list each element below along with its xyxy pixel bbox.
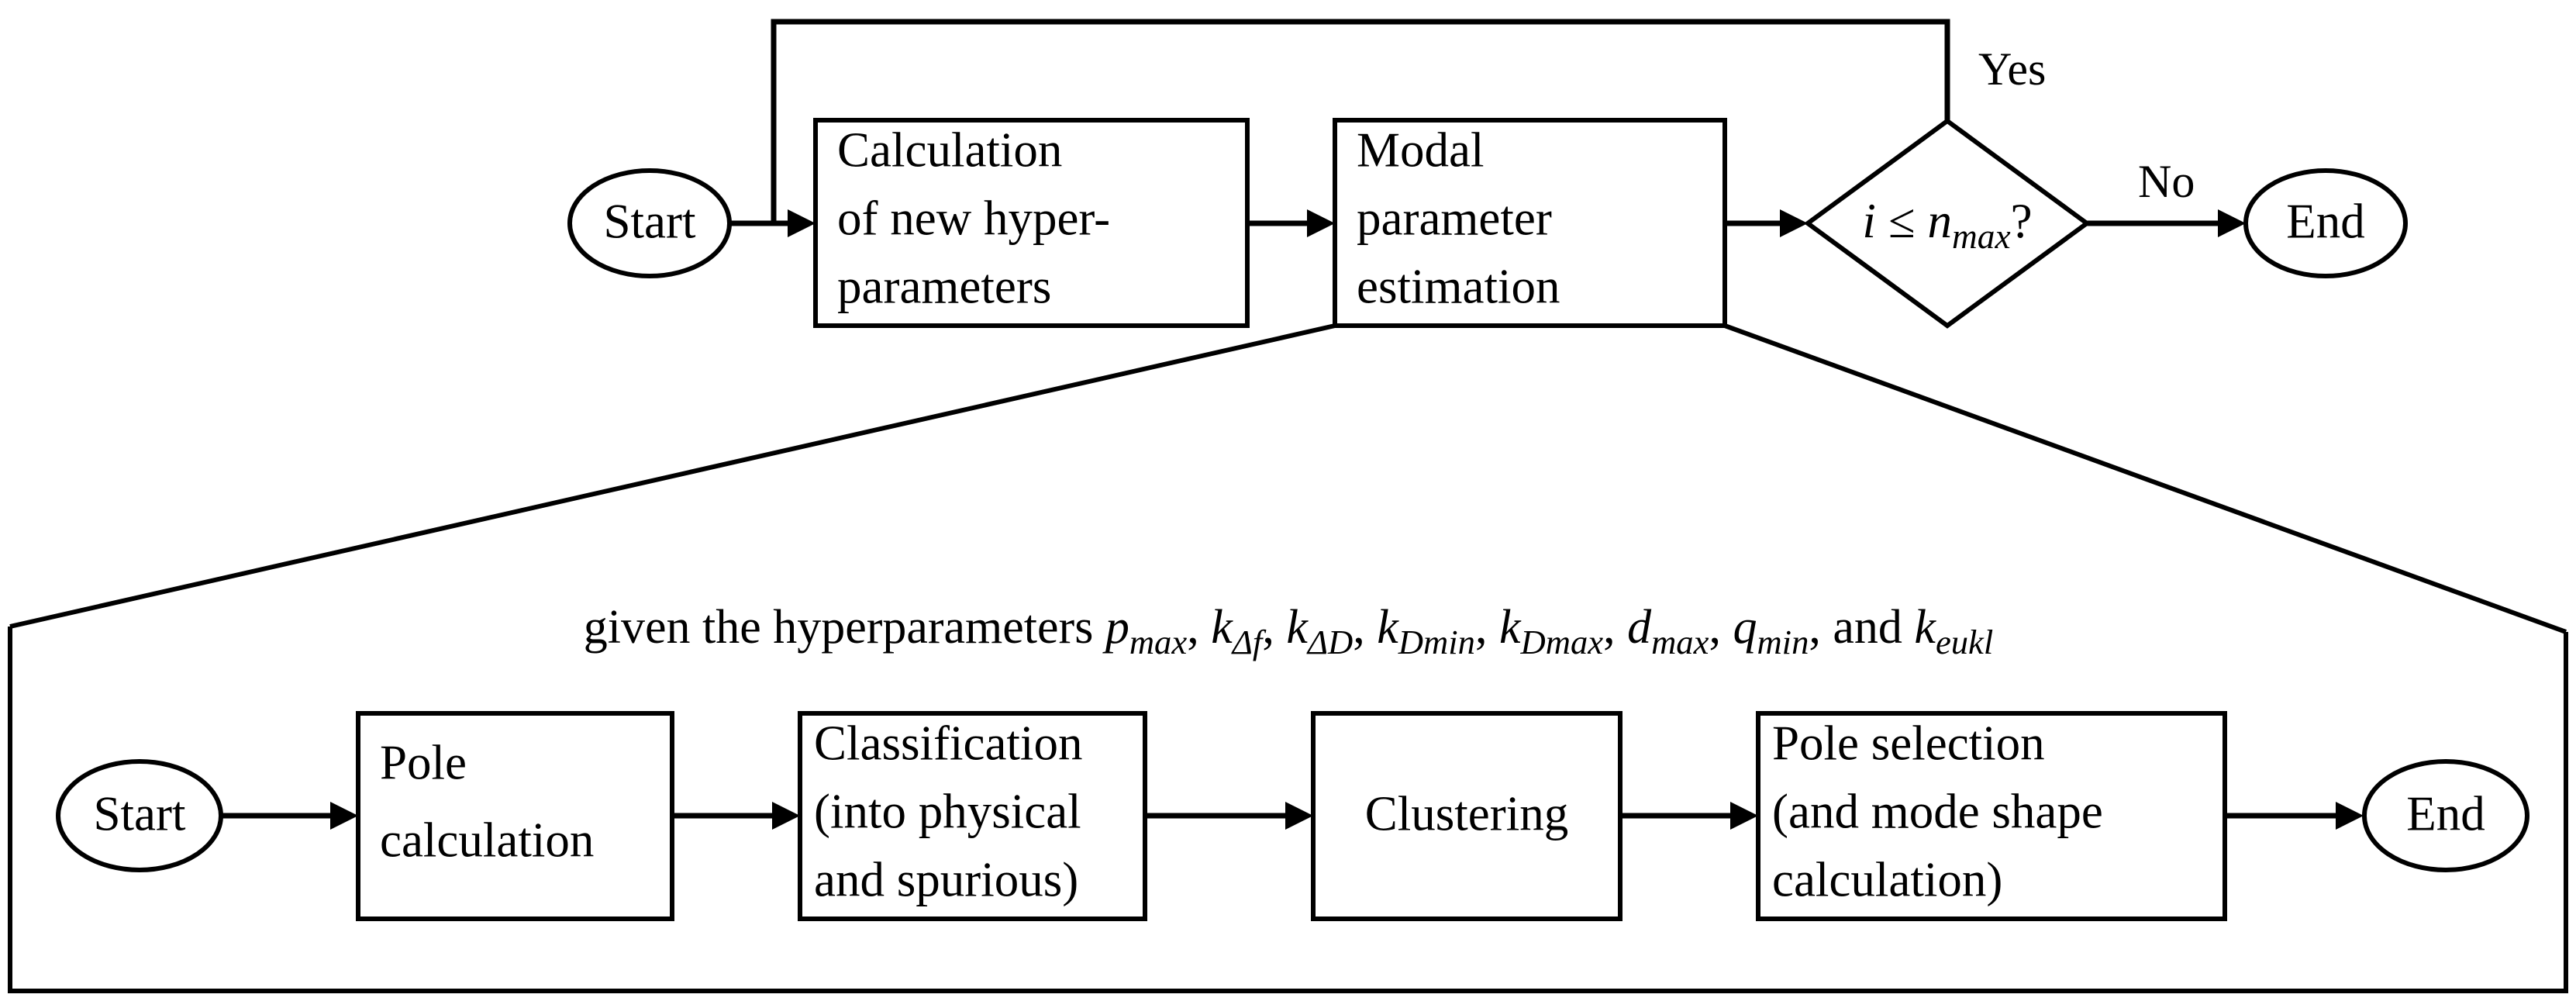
caption-param-4-sub: Dmax	[1520, 623, 1604, 661]
box-clustering: Clustering	[1311, 711, 1623, 921]
pole-calculation-line-1: Pole	[380, 735, 467, 789]
clustering-arrowhead	[1730, 802, 1758, 830]
connector-detail-start-to-pole-calc	[221, 802, 358, 830]
caption-param-7-sub: eukl	[1936, 623, 1993, 661]
caption-sep-5: ,	[1709, 601, 1733, 654]
caption-param-6-base: q	[1733, 601, 1757, 654]
decision-var: i	[1862, 194, 1876, 248]
caption-param-7-base: k	[1914, 601, 1936, 654]
caption-param-3-sub: Dmin	[1398, 623, 1475, 661]
detail-end-label: End	[2406, 786, 2485, 841]
decision-to-end-arrowhead	[2218, 209, 2246, 237]
caption-sep-4: ,	[1603, 601, 1627, 654]
box-pole-calculation: Pole calculation	[356, 711, 674, 921]
pole-selection-line-3: calculation)	[1772, 852, 2002, 906]
box-modal-estimation: Modal parameter estimation	[1333, 118, 1727, 328]
detail-end-ellipse	[2362, 759, 2529, 872]
clustering-box	[1311, 711, 1623, 921]
pole-selection-line-2: (and mode shape	[1772, 784, 2103, 838]
top-end-ellipse	[2243, 168, 2408, 278]
detail-panel-container	[8, 323, 2568, 993]
top-start-node: Start	[567, 168, 732, 278]
box-pole-selection: Pole selection (and mode shape calculati…	[1756, 711, 2227, 921]
pole-selection-arrowhead	[2336, 802, 2364, 830]
caption-prefix: given the hyperparameters	[584, 601, 1105, 654]
box-calc-hyperparams: Calculation of new hyper- parameters	[813, 118, 1250, 328]
modal-estimation-box	[1333, 118, 1727, 328]
caption-param-2-base: k	[1286, 601, 1309, 654]
modal-estimation-line-1: Modal	[1357, 123, 1484, 177]
decision-label: i≤nmax?	[1862, 194, 2032, 256]
pole-calculation-line-2: calculation	[380, 813, 594, 867]
connector-calc-to-modal	[1247, 209, 1335, 237]
detail-end-node: End	[2362, 759, 2529, 872]
classification-line-1: Classification	[814, 716, 1082, 770]
calc-hyperparams-line-1: Calculation	[837, 123, 1062, 177]
classification-arrowhead	[1285, 802, 1313, 830]
caption-param-0-base: p	[1102, 601, 1129, 654]
caption-param-5-sub: max	[1651, 623, 1709, 661]
calc-to-modal-arrowhead	[1307, 209, 1335, 237]
detail-start-arrowhead	[330, 802, 358, 830]
modal-estimation-line-2: parameter	[1357, 191, 1552, 245]
expansion-line-left	[9, 323, 1336, 629]
caption-param-3-base: k	[1377, 601, 1399, 654]
clustering-line-1: Clustering	[1365, 786, 1569, 841]
caption-param-0-sub: max	[1129, 623, 1188, 661]
box-classification: Classification (into physical and spurio…	[798, 711, 1147, 921]
connector-modal-to-decision	[1725, 209, 1808, 237]
connector-pole-calc-to-classification	[672, 802, 800, 830]
connector-pole-selection-to-end	[2225, 802, 2364, 830]
edge-label-yes: Yes	[1978, 43, 2046, 95]
caption-sep-1: ,	[1262, 601, 1286, 654]
decision-limit-base: n	[1928, 194, 1953, 248]
caption-sep-0: ,	[1187, 601, 1211, 654]
decision-iteration-check: i≤nmax?	[1803, 118, 2091, 329]
calc-hyperparams-line-3: parameters	[837, 259, 1051, 313]
caption-param-5-base: d	[1627, 601, 1652, 654]
caption-param-2-sub: ΔD	[1306, 623, 1353, 661]
connector-clustering-to-pole-selection	[1620, 802, 1758, 830]
edge-label-no: No	[2138, 156, 2195, 207]
top-end-label: End	[2286, 194, 2364, 248]
detail-panel-border	[8, 627, 2568, 993]
connector-decision-to-end	[2087, 209, 2246, 237]
classification-box	[798, 711, 1147, 921]
caption-sep-3: ,	[1475, 601, 1499, 654]
detail-start-node: Start	[56, 759, 223, 872]
pole-selection-box	[1756, 711, 2227, 921]
top-end-node: End	[2243, 168, 2408, 278]
top-start-label: Start	[604, 194, 696, 248]
pole-calc-arrowhead	[772, 802, 800, 830]
expansion-line-right	[1723, 323, 2567, 634]
modal-to-decision-arrowhead	[1780, 209, 1808, 237]
decision-limit-sub: max	[1952, 217, 2011, 256]
classification-line-2: (into physical	[814, 784, 1081, 838]
caption-param-4-base: k	[1499, 601, 1522, 654]
caption-conjunction: and	[1833, 601, 1914, 654]
calc-hyperparams-line-2: of new hyper-	[837, 191, 1110, 245]
decision-diamond	[1803, 118, 2091, 329]
detail-start-label: Start	[94, 786, 186, 841]
classification-line-3: and spurious)	[814, 852, 1078, 906]
connector-classification-to-clustering	[1145, 802, 1313, 830]
detail-panel-caption: given the hyperparameters pmax, kΔf, kΔD…	[584, 601, 1994, 661]
modal-estimation-line-3: estimation	[1357, 259, 1560, 313]
caption-sep-2: ,	[1353, 601, 1377, 654]
caption-sep-6: ,	[1809, 601, 1833, 654]
caption-param-1-base: k	[1211, 601, 1233, 654]
decision-suffix: ?	[2011, 194, 2033, 248]
caption-param-1-sub: Δf	[1231, 623, 1267, 661]
pole-selection-line-1: Pole selection	[1772, 716, 2045, 770]
caption-param-6-sub: min	[1757, 623, 1809, 661]
decision-operator: ≤	[1888, 194, 1916, 248]
